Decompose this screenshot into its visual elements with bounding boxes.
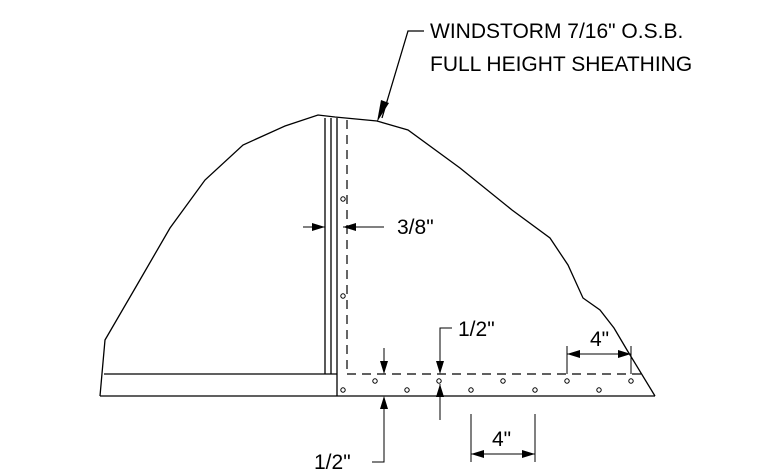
nail-top-row-3: [500, 378, 506, 384]
nail-vertical-1: [340, 196, 346, 202]
nail-vertical-2: [340, 293, 346, 299]
callout-leader-line: [381, 30, 424, 119]
dim-half-top-leader: [439, 327, 452, 349]
dim-38-label: 3/8": [397, 216, 434, 239]
nail-bottom-row-2: [468, 387, 474, 393]
dim-38-right-arrow: [343, 223, 356, 231]
dim-half-top-arrow-up: [436, 384, 444, 397]
dim-4-top-arrow-left: [567, 350, 580, 358]
nail-bottom-row-1: [404, 387, 410, 393]
nail-top-row-4: [564, 378, 570, 384]
dim-half-bottom-arrow-down: [380, 361, 388, 374]
dim-half-top-arrow-down: [436, 361, 444, 374]
nail-bottom-row-3: [532, 387, 538, 393]
nail-corner: [340, 387, 346, 393]
nail-top-row-1: [372, 378, 378, 384]
dim-half-bottom-leader: [372, 409, 385, 463]
dim-half-top-label: 1/2": [458, 318, 495, 341]
callout-line-1: WINDSTORM 7/16" O.S.B.: [430, 20, 683, 43]
dim-4-top-label: 4": [590, 328, 609, 351]
callout-line-2: FULL HEIGHT SHEATHING: [430, 53, 692, 76]
dim-38-left-arrow: [312, 223, 325, 231]
dim-half-bottom-arrow-up: [380, 396, 388, 409]
nail-top-row-2: [436, 378, 442, 384]
dim-half-bottom-label: 1/2": [314, 451, 351, 474]
nail-bottom-row-4: [596, 387, 602, 393]
callout-leader-arrow: [377, 100, 389, 122]
nail-top-row-5: [628, 378, 634, 384]
dim-4-bottom-label: 4": [492, 428, 511, 451]
wall-outline: [99, 114, 656, 397]
dim-4-bottom-arrow-right: [522, 450, 535, 458]
dim-4-bottom-arrow-left: [471, 450, 484, 458]
dim-4-top-arrow-right: [618, 350, 631, 358]
